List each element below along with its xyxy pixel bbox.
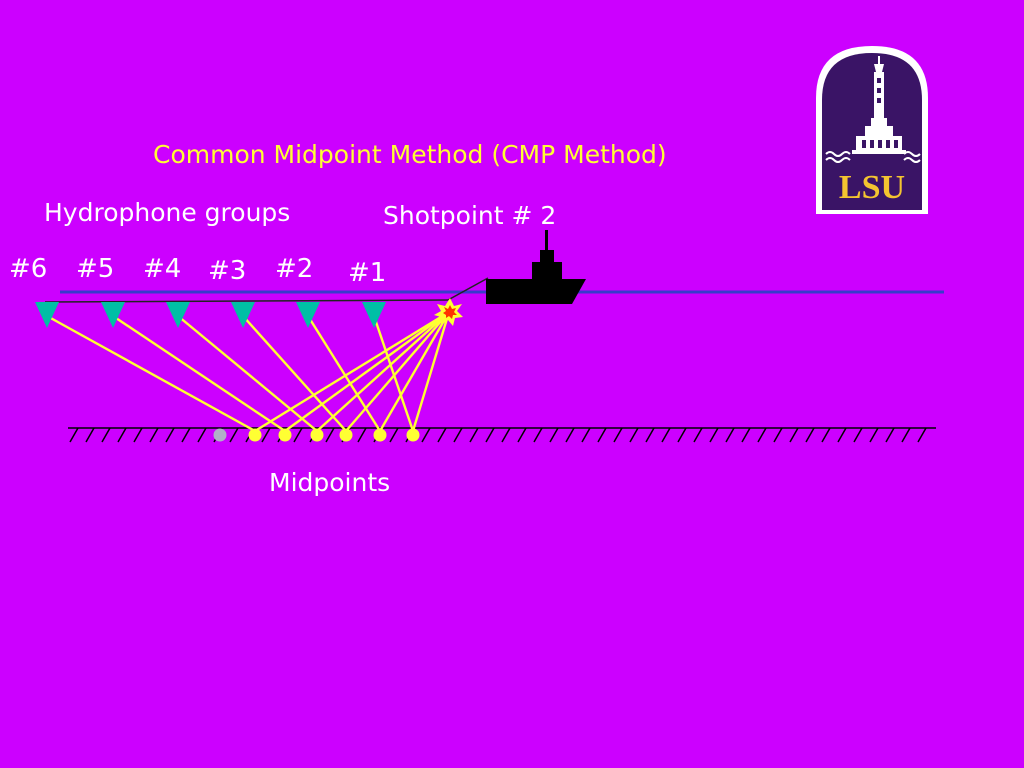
tow-cable (447, 277, 489, 301)
midpoint (339, 428, 353, 442)
ray-up-path (112, 315, 286, 432)
reflector-hatch (821, 427, 831, 443)
reflector-hatch (325, 427, 335, 443)
group-label-4: #4 (143, 254, 182, 284)
reflector-hatch (901, 427, 911, 443)
reflector-hatch (693, 427, 703, 443)
ray-down-path (254, 310, 450, 433)
reflector-hatch (517, 427, 527, 443)
hydrophone-icon (362, 302, 386, 328)
reflector-hatch (789, 427, 799, 443)
reflector-hatch (261, 427, 271, 443)
midpoint (310, 428, 324, 442)
reflector-hatch (645, 427, 655, 443)
hydrophone-icon (101, 302, 125, 328)
reflector-hatch (357, 427, 367, 443)
reflector-hatch (757, 427, 767, 443)
ray-paths (46, 310, 451, 433)
ray-up-path (306, 315, 382, 432)
reflector-hatch (133, 427, 143, 443)
group-label-2: #2 (275, 254, 314, 284)
midpoint (278, 428, 292, 442)
page-title: Common Midpoint Method (CMP Method) (153, 140, 667, 169)
reflector-hatch (773, 427, 783, 443)
hydrophone-icon (166, 302, 190, 328)
ray-up-path (177, 315, 318, 432)
shot-explosion-icon (434, 298, 463, 326)
reflector-hatch (853, 427, 863, 443)
reflector-hatch (709, 427, 719, 443)
reflector-hatch (117, 427, 127, 443)
reflector-hatch (101, 427, 111, 443)
hydrophone-icon (296, 302, 320, 328)
reflector-hatch (485, 427, 495, 443)
reflector-hatch (501, 427, 511, 443)
reflector-hatch (437, 427, 447, 443)
hydrophone-icon (231, 302, 255, 328)
reflector-hatch (197, 427, 207, 443)
reflector-hatch (805, 427, 815, 443)
midpoint (248, 428, 262, 442)
hydrophone-groups (35, 302, 386, 328)
logo-text: LSU (839, 169, 905, 206)
reflector-hatch (597, 427, 607, 443)
ship-icon (486, 230, 586, 304)
ray-down-path (284, 311, 450, 432)
group-label-3: #3 (208, 256, 247, 286)
group-label-5: #5 (76, 254, 115, 284)
ray-down-path (345, 311, 450, 432)
reflector-hatch (741, 427, 751, 443)
hydrophone-icon (35, 302, 59, 328)
midpoints (213, 428, 420, 442)
ray-up-path (242, 315, 347, 432)
reflector-hatch (469, 427, 479, 443)
midpoint (406, 428, 420, 442)
water-waves-icon (825, 151, 921, 163)
reflector-hatch (421, 427, 431, 443)
reflector-hatch (917, 427, 927, 443)
ray-down-path (316, 311, 450, 432)
midpoint (373, 428, 387, 442)
ray-up-path (46, 314, 256, 433)
shotpoint-label: Shotpoint # 2 (383, 201, 557, 230)
reflector-hatch (389, 427, 399, 443)
reflector-hatch (885, 427, 895, 443)
reflector-hatch (677, 427, 687, 443)
reflector-hatch (613, 427, 623, 443)
reflector-hatch (85, 427, 95, 443)
group-label-1: #1 (348, 258, 387, 288)
reflector-hatch (149, 427, 159, 443)
lsu-logo: LSU (816, 46, 928, 214)
reflector-hatch (549, 427, 559, 443)
ray-down-path (378, 311, 451, 432)
reflector-hatch (725, 427, 735, 443)
reflector-hatch (69, 427, 79, 443)
reflector-hatch (533, 427, 543, 443)
reflector-hatch (453, 427, 463, 443)
reflector-hatch (629, 427, 639, 443)
reflector-hatch (165, 427, 175, 443)
streamer-cable (44, 299, 449, 303)
hydrophone-groups-label: Hydrophone groups (44, 198, 291, 227)
reflector-hatching (69, 427, 927, 443)
reflector-hatch (869, 427, 879, 443)
group-label-6: #6 (9, 254, 48, 284)
reflector-hatch (837, 427, 847, 443)
reflector-hatch (661, 427, 671, 443)
reflector-hatch (581, 427, 591, 443)
ray-down-path (411, 311, 451, 432)
ray-up-path (372, 315, 415, 432)
midpoint-inactive (213, 428, 227, 442)
reflector-hatch (293, 427, 303, 443)
reflector-hatch (229, 427, 239, 443)
midpoints-label: Midpoints (269, 468, 391, 497)
reflector-hatch (181, 427, 191, 443)
reflector-hatch (565, 427, 575, 443)
